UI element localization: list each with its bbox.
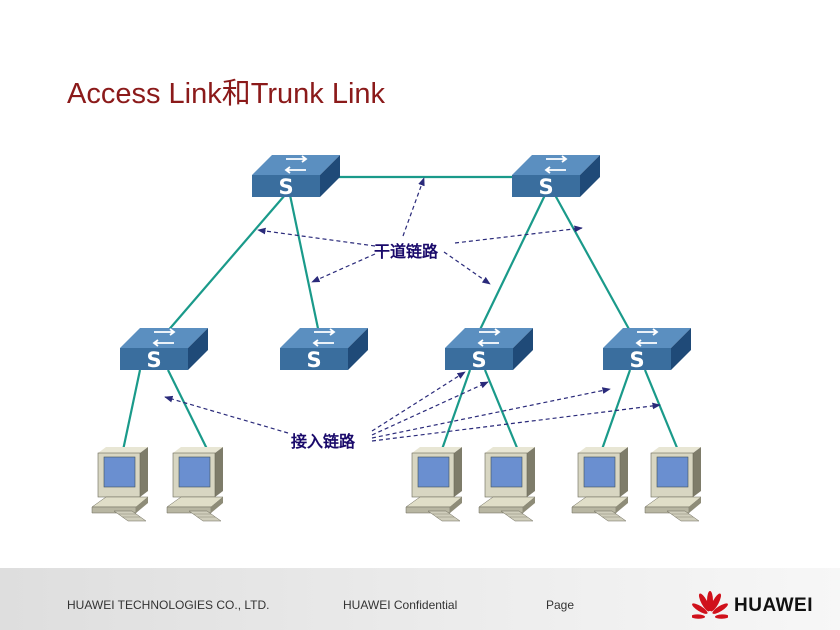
switch-icon <box>119 327 209 373</box>
access-links <box>120 369 682 456</box>
network-diagram: S <box>91 154 702 522</box>
computer-icon <box>644 446 702 522</box>
confidential-label: HUAWEI Confidential <box>343 598 458 612</box>
computer-icon <box>405 446 463 522</box>
link-top-left-to-access-2 <box>288 194 322 339</box>
huawei-flower-icon <box>692 591 728 619</box>
link-top-right-to-access-4 <box>554 194 636 341</box>
link-top-right-to-access-3 <box>474 194 546 341</box>
computer-icon <box>478 446 536 522</box>
slide-title: Access Link和Trunk Link <box>67 78 386 110</box>
switch-icon <box>511 154 601 200</box>
switch-icon <box>251 154 341 200</box>
switch-icon <box>279 327 369 373</box>
page-label: Page <box>546 598 575 612</box>
access-link-label: 接入链路 <box>291 432 356 451</box>
footer: HUAWEI TECHNOLOGIES CO., LTD. HUAWEI Con… <box>0 568 840 630</box>
trunk-link-label: 干道链路 <box>374 242 439 261</box>
huawei-logo: HUAWEI <box>692 590 813 622</box>
access-link-arrows <box>164 371 661 442</box>
company-name: HUAWEI TECHNOLOGIES CO., LTD. <box>67 598 270 612</box>
switch-icon <box>444 327 534 373</box>
brand-name: HUAWEI <box>734 595 813 616</box>
trunk-links <box>159 175 636 341</box>
computer-icon <box>166 446 224 522</box>
trunk-link-arrows <box>257 177 583 285</box>
computer-icon <box>571 446 629 522</box>
computer-icon <box>91 446 149 522</box>
switch-icon <box>602 327 692 373</box>
link-top-left-to-access-1 <box>159 194 286 341</box>
